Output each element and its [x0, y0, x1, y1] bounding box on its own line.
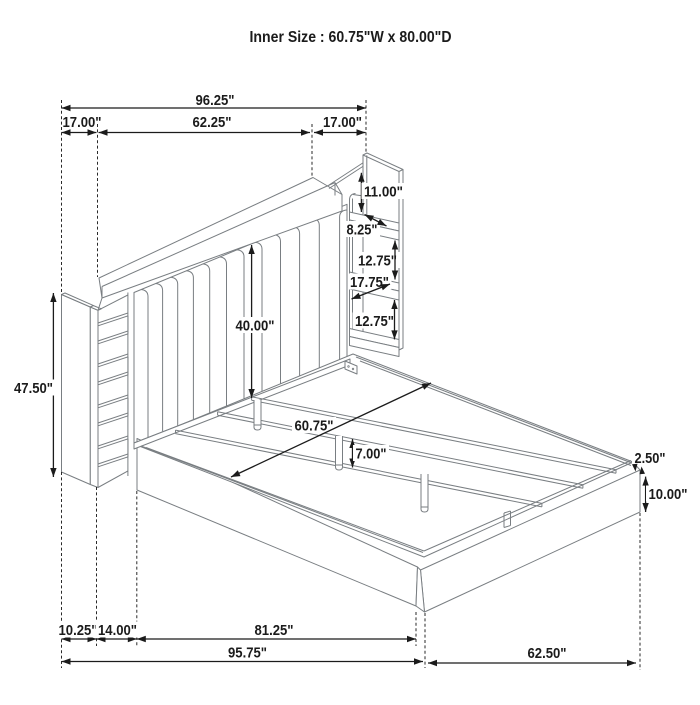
svg-text:Inner Size : 60.75"W x 80.00"D: Inner Size : 60.75"W x 80.00"D [250, 29, 452, 46]
svg-text:17.00": 17.00" [63, 114, 102, 131]
svg-text:11.00": 11.00" [364, 183, 403, 200]
svg-text:81.25": 81.25" [255, 622, 294, 639]
svg-text:14.00": 14.00" [98, 622, 137, 639]
svg-text:95.75": 95.75" [228, 644, 267, 661]
svg-text:62.25": 62.25" [193, 114, 232, 131]
svg-text:60.75": 60.75" [295, 417, 334, 434]
svg-text:8.25": 8.25" [347, 221, 378, 238]
svg-text:40.00": 40.00" [236, 317, 275, 334]
svg-text:12.75": 12.75" [358, 252, 397, 269]
svg-text:17.75": 17.75" [350, 274, 389, 291]
svg-text:10.00": 10.00" [649, 486, 688, 503]
svg-text:2.50": 2.50" [635, 450, 666, 467]
svg-text:96.25": 96.25" [196, 92, 235, 109]
svg-text:47.50": 47.50" [14, 380, 53, 397]
svg-text:10.25": 10.25" [59, 622, 98, 639]
svg-text:12.75": 12.75" [355, 313, 394, 330]
svg-text:62.50": 62.50" [528, 645, 567, 662]
svg-text:17.00": 17.00" [323, 114, 362, 131]
svg-text:7.00": 7.00" [356, 445, 387, 462]
